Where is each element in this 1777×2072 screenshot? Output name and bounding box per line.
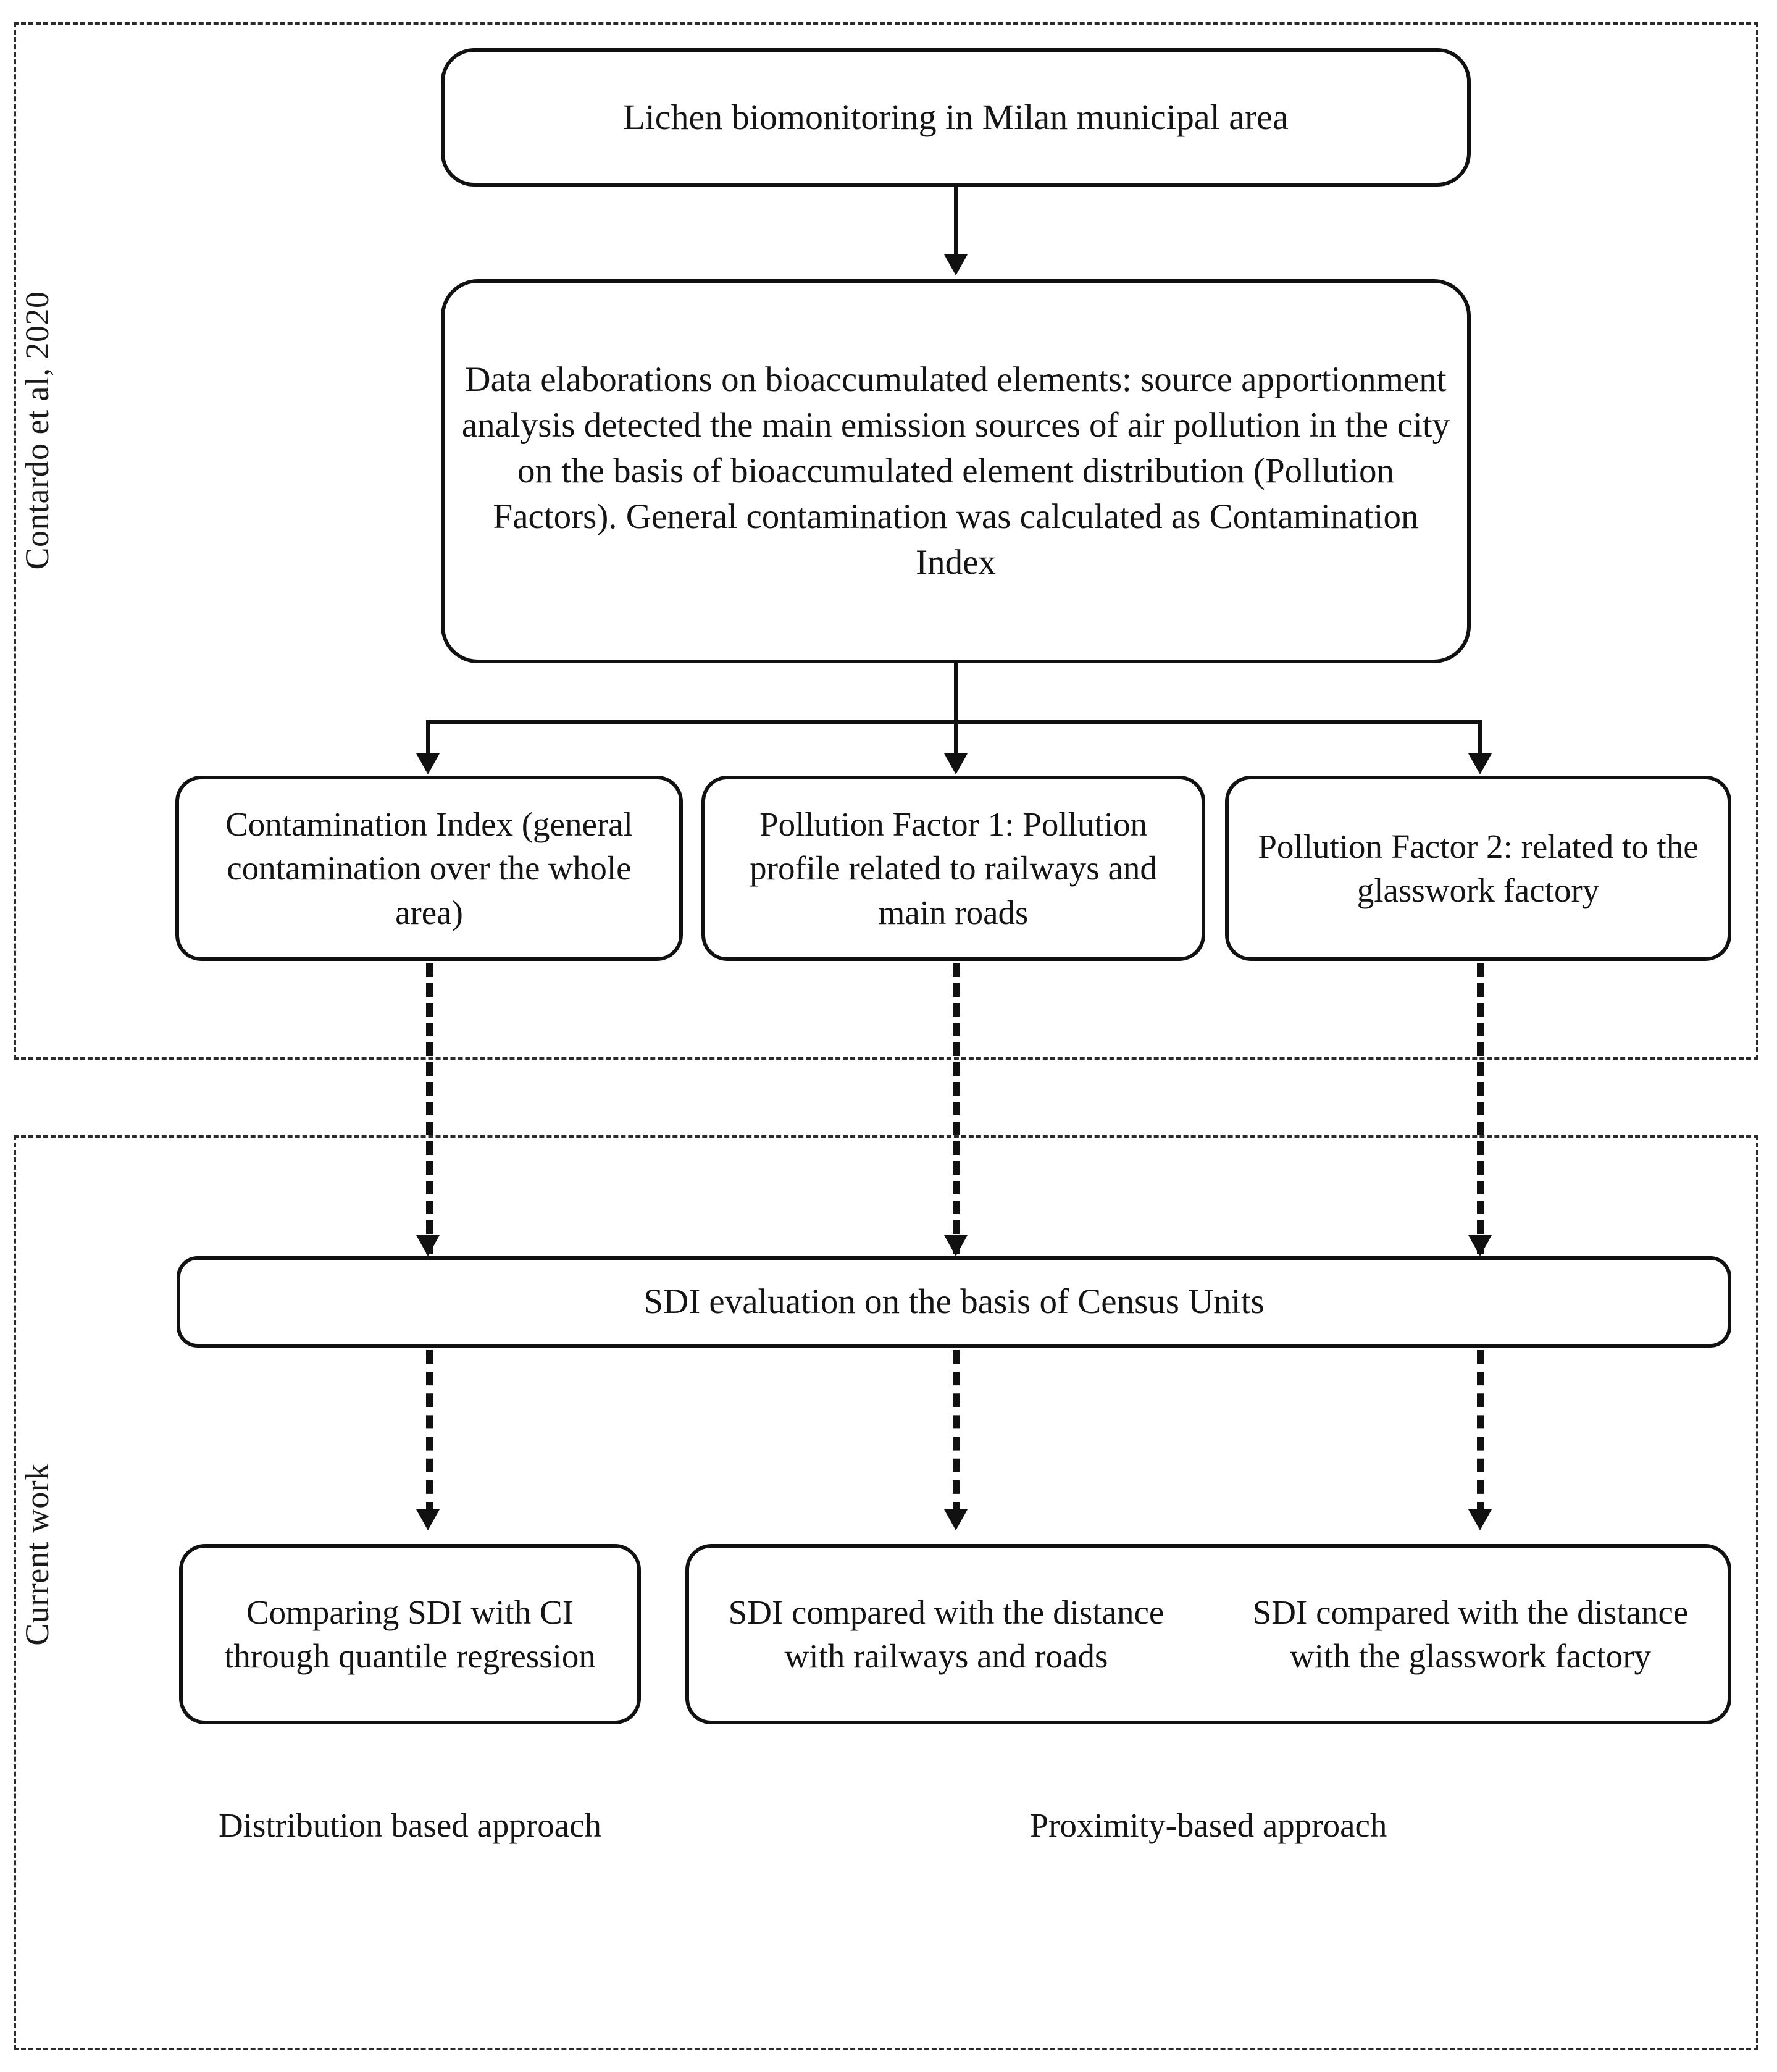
dashed-connector-pf2-to-sdi xyxy=(1477,963,1484,1254)
dashed-connector-pf1-to-sdi xyxy=(953,963,960,1254)
node-data-elaborations: Data elaborations on bioaccumulated elem… xyxy=(441,279,1471,663)
dashed-connector-sdi-to-proximity-left xyxy=(953,1350,960,1516)
node-proximity-railways-label: SDI compared with the distance with rail… xyxy=(728,1593,1164,1676)
dashed-connector-sdi-to-proximity-right xyxy=(1477,1350,1484,1516)
panel-current-work xyxy=(14,1135,1758,2050)
arrowhead-title-to-elaboration xyxy=(944,254,968,275)
node-contamination-index: Contamination Index (general contaminati… xyxy=(175,776,683,961)
node-quantile-regression: Comparing SDI with CI through quantile r… xyxy=(179,1544,641,1724)
arrowhead-pf1-to-sdi xyxy=(944,1235,968,1256)
arrowhead-to-pollution-factor-2 xyxy=(1468,753,1492,774)
node-proximity-glasswork-label: SDI compared with the distance with the … xyxy=(1252,1593,1689,1676)
connector-bus-to-pollution-factor-1 xyxy=(954,720,958,755)
node-pollution-factor-2: Pollution Factor 2: related to the glass… xyxy=(1225,776,1731,961)
node-lichen-biomonitoring-label: Lichen biomonitoring in Milan municipal … xyxy=(623,97,1289,138)
panel-contardo-2020 xyxy=(14,22,1758,1060)
node-sdi-evaluation-label: SDI evaluation on the basis of Census Un… xyxy=(643,1281,1265,1321)
arrowhead-ci-to-sdi xyxy=(416,1235,440,1256)
node-lichen-biomonitoring: Lichen biomonitoring in Milan municipal … xyxy=(441,48,1471,187)
node-data-elaborations-label: Data elaborations on bioaccumulated elem… xyxy=(461,359,1450,582)
node-contamination-index-label: Contamination Index (general contaminati… xyxy=(225,805,633,931)
arrowhead-sdi-to-proximity-left xyxy=(944,1509,968,1530)
node-pollution-factor-2-label: Pollution Factor 2: related to the glass… xyxy=(1258,827,1699,910)
connector-elaboration-stem xyxy=(954,663,958,724)
caption-distribution-based-approach: Distribution based approach xyxy=(218,1806,602,1844)
node-pollution-factor-1-label: Pollution Factor 1: Pollution profile re… xyxy=(750,805,1157,931)
connector-bus-to-pollution-factor-2 xyxy=(1478,720,1482,755)
dashed-connector-sdi-to-quantile xyxy=(426,1350,433,1516)
node-proximity-comparisons: SDI compared with the distance with rail… xyxy=(685,1544,1731,1724)
node-quantile-regression-label: Comparing SDI with CI through quantile r… xyxy=(224,1593,596,1676)
arrowhead-sdi-to-proximity-right xyxy=(1468,1509,1492,1530)
connector-bus-to-contamination-index xyxy=(426,720,430,755)
node-sdi-evaluation: SDI evaluation on the basis of Census Un… xyxy=(177,1256,1731,1348)
dashed-connector-ci-to-sdi xyxy=(426,963,433,1254)
connector-title-to-elaboration xyxy=(954,187,958,256)
arrowhead-to-contamination-index xyxy=(416,753,440,774)
caption-proximity-based-approach: Proximity-based approach xyxy=(1029,1806,1387,1844)
panel-label-current-work: Current work xyxy=(19,1463,56,1646)
arrowhead-pf2-to-sdi xyxy=(1468,1235,1492,1256)
arrowhead-sdi-to-quantile xyxy=(416,1509,440,1530)
panel-label-contardo: Contardo et al, 2020 xyxy=(19,291,56,570)
arrowhead-to-pollution-factor-1 xyxy=(944,753,968,774)
node-pollution-factor-1: Pollution Factor 1: Pollution profile re… xyxy=(701,776,1205,961)
